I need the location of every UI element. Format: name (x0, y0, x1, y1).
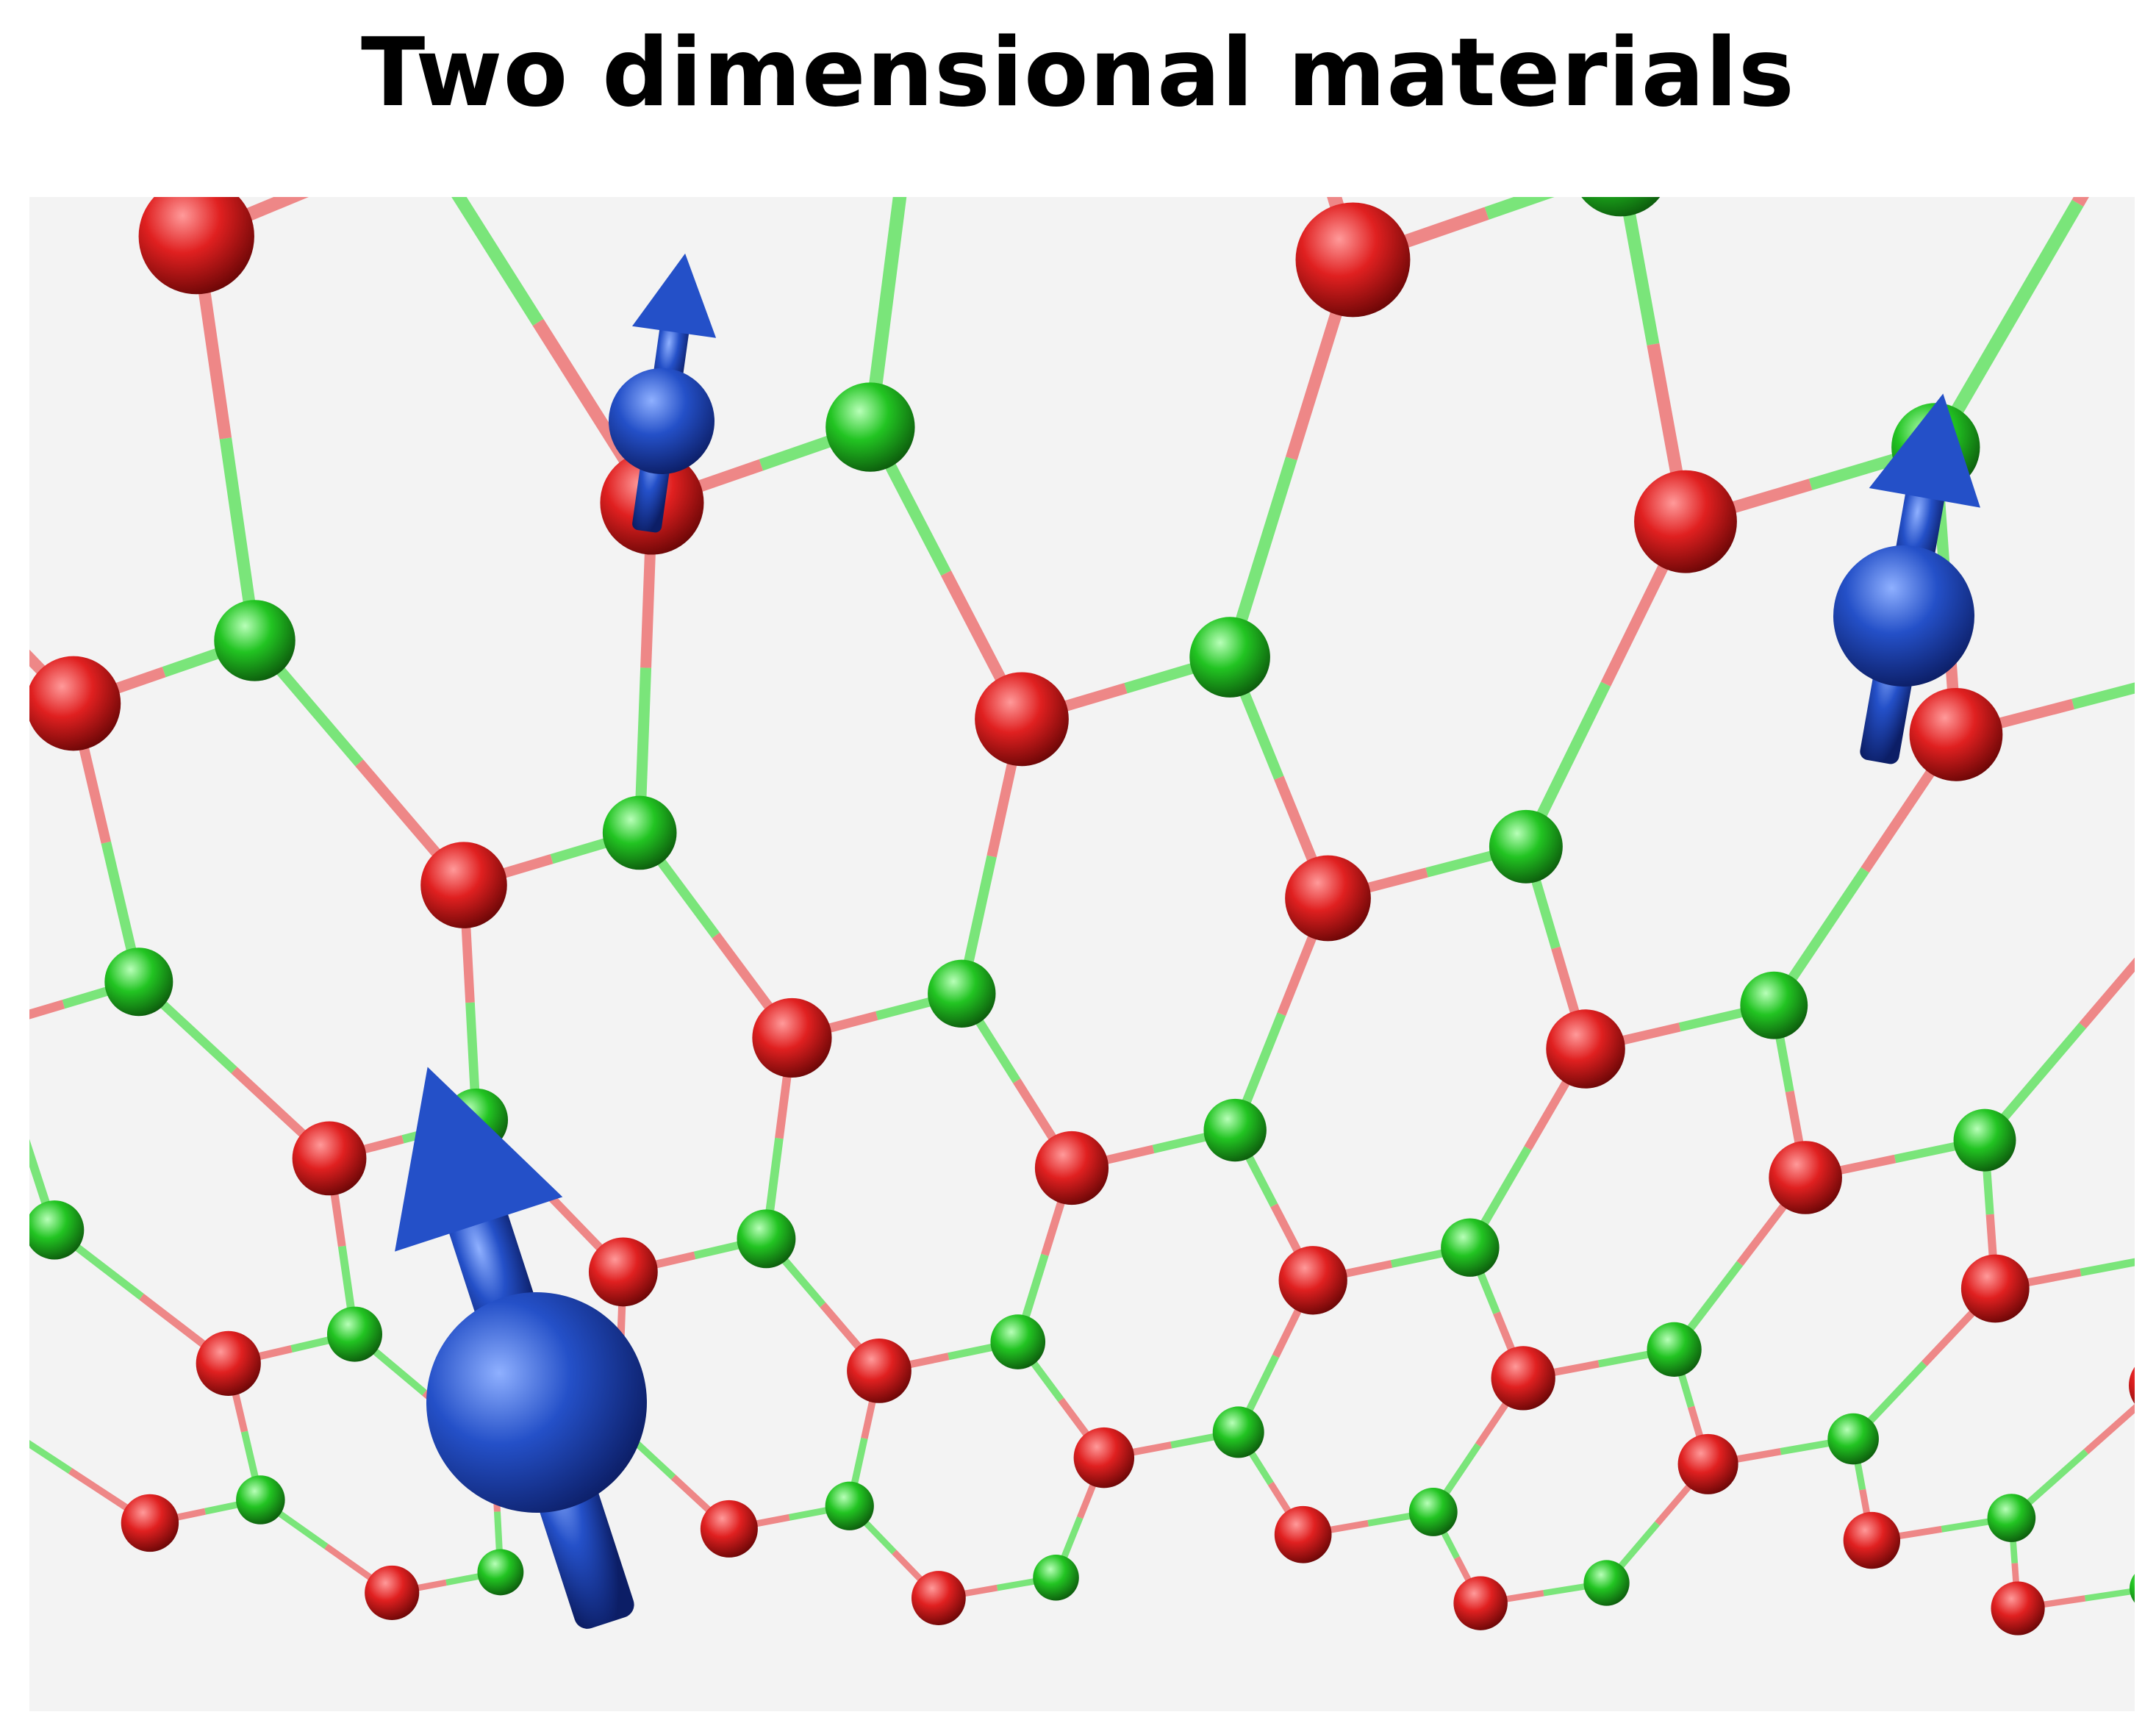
green-atom-icon (1827, 1413, 1879, 1465)
red-atom-icon (1909, 687, 2003, 781)
green-atom-icon (1212, 1406, 1264, 1458)
red-atom-icon (1034, 1131, 1109, 1205)
green-atom-icon (1953, 1108, 2016, 1172)
red-atom-icon (1634, 470, 1737, 573)
green-atom-icon (1489, 809, 1563, 884)
green-atom-icon (825, 382, 915, 472)
green-atom-icon (1987, 1494, 2036, 1542)
red-atom-icon (138, 178, 254, 295)
green-atom-icon (825, 1481, 874, 1530)
figure-title: Two dimensional materials (361, 18, 1795, 128)
red-atom-icon (1491, 1346, 1555, 1411)
red-atom-icon (700, 1500, 758, 1558)
spin-arrow-icon (395, 1067, 647, 1629)
green-atom-icon (1408, 1487, 1458, 1536)
red-atom-icon (1991, 1581, 2045, 1636)
red-atom-icon (911, 1571, 966, 1625)
green-atom-icon (928, 959, 996, 1028)
red-atom-icon (1073, 1427, 1135, 1488)
green-atom-icon (737, 1209, 796, 1269)
green-atom-icon (1583, 1560, 1630, 1606)
red-atom-icon (1960, 1254, 2030, 1323)
green-atom-icon (477, 1549, 524, 1596)
green-atom-icon (1647, 1322, 1702, 1377)
green-atom-icon (24, 1200, 85, 1260)
red-atom-icon (1843, 1511, 1901, 1569)
green-atom-icon (1441, 1218, 1500, 1277)
red-atom-icon (365, 1565, 420, 1620)
green-atom-icon (236, 1475, 285, 1525)
red-atom-icon (121, 1494, 179, 1552)
red-atom-icon (420, 842, 507, 928)
red-atom-icon (847, 1339, 912, 1403)
red-atom-icon (1274, 1505, 1332, 1563)
red-atom-icon (1278, 1246, 1347, 1315)
green-atom-icon (1740, 971, 1808, 1039)
green-atom-icon (326, 1306, 382, 1362)
red-atom-icon (1453, 1576, 1508, 1630)
green-atom-icon (990, 1314, 1046, 1369)
red-atom-icon (1295, 202, 1411, 318)
red-atom-icon (292, 1121, 367, 1196)
spin-arrow-icon (609, 253, 717, 533)
red-atom-icon (1546, 1009, 1625, 1089)
red-atom-icon (1677, 1433, 1738, 1494)
green-atom-icon (1203, 1098, 1267, 1162)
green-atom-icon (1033, 1554, 1079, 1601)
lattice-background (29, 197, 2135, 1711)
red-atom-icon (26, 656, 121, 751)
red-atom-icon (588, 1237, 658, 1307)
red-atom-icon (975, 672, 1069, 767)
green-atom-icon (602, 795, 677, 870)
red-atom-icon (1285, 855, 1371, 942)
red-atom-icon (752, 997, 832, 1078)
red-atom-icon (1769, 1141, 1842, 1214)
green-atom-icon (104, 947, 173, 1017)
spin-arrow-icon (1833, 393, 1980, 764)
red-atom-icon (196, 1330, 261, 1396)
green-atom-icon (1189, 617, 1270, 698)
green-atom-icon (214, 600, 296, 681)
